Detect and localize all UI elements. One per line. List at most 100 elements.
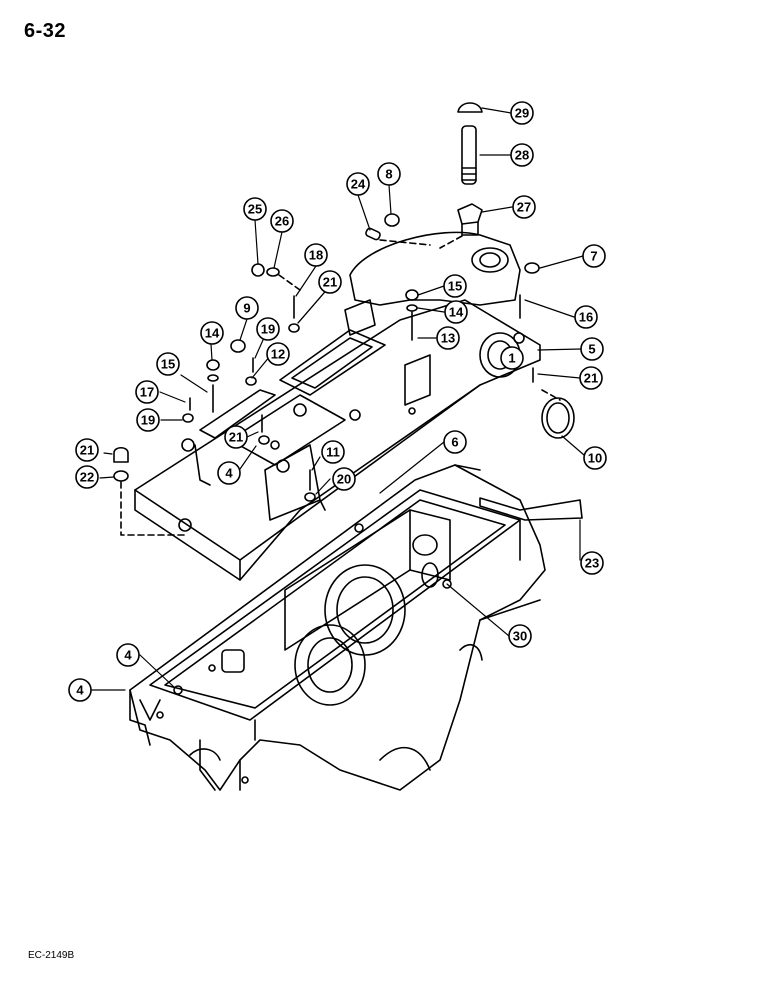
callout-number: 7 [590,249,597,264]
lift-cover [134,231,541,581]
callout-number: 10 [588,451,602,466]
callout-number: 21 [323,275,337,290]
main-housing [129,464,546,791]
callout-circle [580,337,604,361]
callout-number: 9 [243,301,250,316]
drawing-reference: EC-2149B [28,950,75,961]
callout-number: 29 [515,106,529,121]
callout-circle [135,380,159,404]
callout-8: 8 [377,162,401,186]
callout-number: 19 [141,413,155,428]
washer-23 [113,470,129,482]
callout-12: 12 [266,342,290,366]
callout-number: 15 [448,279,462,294]
callout-4: 4 [116,643,140,667]
callout-number: 16 [579,310,593,325]
callout-4: 4 [217,461,241,485]
washer-21b [245,376,257,386]
callout-21: 21 [75,438,99,462]
callout-10: 10 [583,446,607,470]
callout-circle [436,326,460,350]
plug-22 [113,446,129,463]
callout-circle [443,430,467,454]
callout-14: 14 [444,300,468,324]
callout-number: 11 [326,445,340,460]
callout-circle [266,342,290,366]
callout-number: 6 [451,435,458,450]
washer-11 [258,435,270,445]
washer-21a [288,323,300,333]
callout-number: 19 [261,322,275,337]
callout-number: 4 [76,683,84,698]
callout-circle [243,197,267,221]
callout-30: 30 [508,624,532,648]
callout-circle [500,346,524,370]
callout-circle [574,305,598,329]
callout-circle [75,465,99,489]
callout-15: 15 [156,352,180,376]
cap [457,102,483,113]
nut-15a [405,289,419,301]
callout-4: 4 [68,678,92,702]
callout-11: 11 [321,440,345,464]
callout-circle [304,243,328,267]
sealant-tube-30 [479,497,583,521]
callout-number: 21 [229,430,243,445]
callout-circle [510,143,534,167]
nut-15b [206,359,220,371]
callout-circle [116,643,140,667]
washer-21c [182,413,194,423]
callout-number: 5 [588,342,595,357]
callout-circle [579,366,603,390]
callout-circle [332,467,356,491]
callout-number: 8 [385,167,392,182]
plug-7 [524,262,540,274]
callout-circle [377,162,401,186]
callout-number: 18 [309,248,323,263]
callout-number: 26 [275,214,289,229]
callout-number: 21 [80,443,94,458]
callout-number: 28 [515,148,529,163]
callout-20: 20 [332,467,356,491]
callout-number: 1 [508,351,515,366]
callout-14: 14 [200,321,224,345]
callout-number: 13 [441,331,455,346]
callout-6: 6 [443,430,467,454]
callout-23: 23 [580,551,604,575]
set-screw-24 [365,227,381,241]
washer-14b [207,374,219,382]
callout-16: 16 [574,305,598,329]
callout-circle [444,300,468,324]
callout-29: 29 [510,101,534,125]
callout-19: 19 [136,408,160,432]
page-number: 6-32 [24,20,67,42]
callout-number: 14 [449,305,464,320]
callout-circle [156,352,180,376]
callout-21: 21 [579,366,603,390]
callout-number: 14 [205,326,220,341]
callout-13: 13 [436,326,460,350]
callout-18: 18 [304,243,328,267]
callout-circle [235,296,259,320]
callout-number: 15 [161,357,175,372]
callout-21: 21 [318,270,342,294]
callout-number: 23 [585,556,599,571]
callout-9: 9 [235,296,259,320]
callout-circle [270,209,294,233]
callout-number: 27 [517,200,531,215]
callout-circle [443,274,467,298]
callout-24: 24 [346,172,370,196]
callout-28: 28 [510,143,534,167]
callout-circle [200,321,224,345]
callout-circle [582,244,606,268]
fitting-25 [251,263,265,277]
callout-27: 27 [512,195,536,219]
callout-15: 15 [443,274,467,298]
callout-22: 22 [75,465,99,489]
callout-circle [318,270,342,294]
callout-circle [583,446,607,470]
callout-number: 12 [271,347,285,362]
callout-circle [217,461,241,485]
callout-17: 17 [135,380,159,404]
